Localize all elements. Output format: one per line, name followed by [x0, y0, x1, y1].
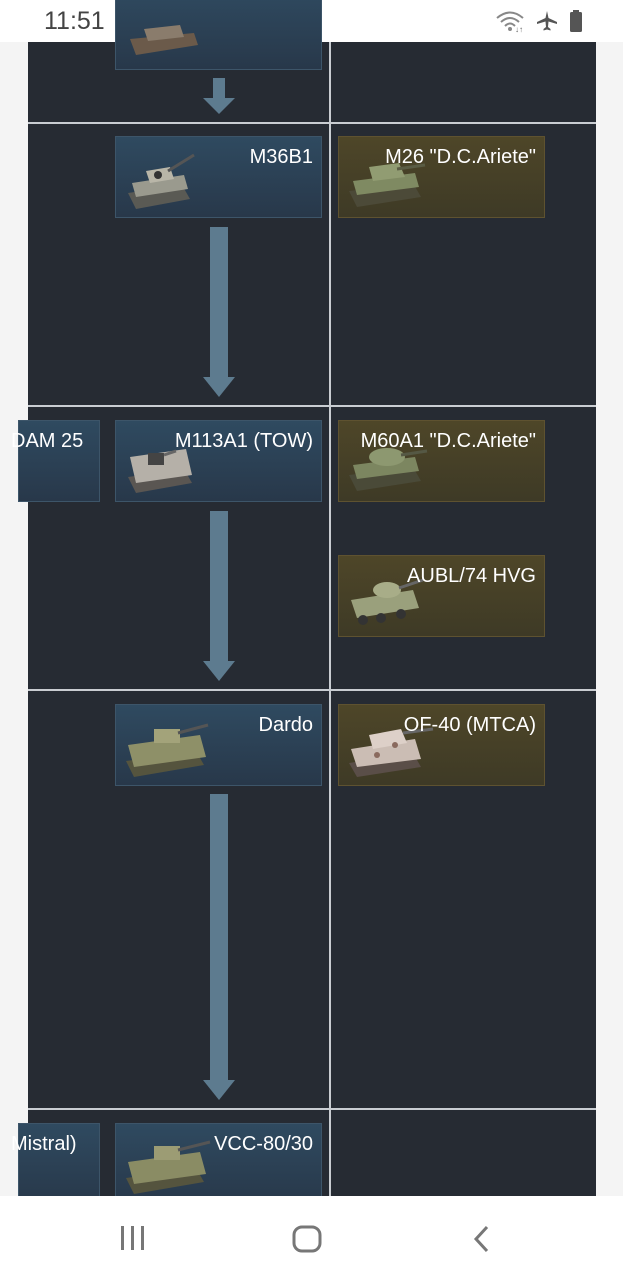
vehicle-card-of40-mtca[interactable]: OF-40 (MTCA) — [338, 704, 545, 786]
clock-time: 11:51 — [44, 7, 105, 35]
recent-apps-icon[interactable] — [118, 1225, 148, 1251]
airplane-mode-icon — [535, 9, 559, 38]
svg-text:↓↑: ↓↑ — [515, 25, 523, 34]
research-tree[interactable]: M36B1 M26 "D.C.Ariete" DAM 25 M113A1 (TO… — [11, 0, 596, 1205]
column-divider — [329, 42, 331, 1196]
arrow-down-icon — [203, 227, 235, 397]
tank-image-icon — [126, 1140, 211, 1194]
vehicle-name: OF-40 (MTCA) — [403, 714, 536, 736]
tank-image-icon — [126, 723, 209, 777]
vehicle-name: VCC-80/30 — [214, 1133, 313, 1155]
rank-divider — [28, 122, 596, 124]
rank-divider — [28, 1108, 596, 1110]
tank-image-icon — [349, 727, 434, 777]
rank-divider — [28, 689, 596, 691]
vehicle-name: Mistral) — [11, 1133, 77, 1155]
home-icon[interactable] — [292, 1225, 322, 1253]
wifi-icon: ↓↑ — [495, 10, 525, 37]
vehicle-card-m113a1-tow[interactable]: M113A1 (TOW) — [115, 420, 322, 502]
navigation-bar — [0, 1196, 623, 1280]
tank-image-icon — [128, 153, 195, 209]
vehicle-name: M60A1 "D.C.Ariete" — [360, 430, 536, 452]
vehicle-card-m26-dc-ariete[interactable]: M26 "D.C.Ariete" — [338, 136, 545, 218]
vehicle-card-m60a1-dc-ariete[interactable]: M60A1 "D.C.Ariete" — [338, 420, 545, 502]
vehicle-name: DAM 25 — [11, 430, 84, 452]
back-icon[interactable] — [472, 1225, 492, 1253]
vehicle-name: M36B1 — [249, 146, 313, 168]
vehicle-card-m36b1[interactable]: M36B1 — [115, 136, 322, 218]
vehicle-card-vcc-80-30[interactable]: VCC-80/30 — [115, 1123, 322, 1205]
arrow-down-icon — [203, 78, 235, 114]
tank-image-icon — [351, 578, 424, 625]
rank-divider — [28, 405, 596, 407]
vehicle-name: AUBL/74 HVG — [407, 565, 536, 587]
tank-image-icon — [349, 448, 428, 491]
vehicle-card-dardo[interactable]: Dardo — [115, 704, 322, 786]
vehicle-card-aubl74-hvg[interactable]: AUBL/74 HVG — [338, 555, 545, 637]
tank-image-icon — [128, 449, 192, 493]
arrow-down-icon — [203, 794, 235, 1100]
vehicle-card-top-partial[interactable] — [115, 0, 322, 70]
vehicle-name: M113A1 (TOW) — [174, 430, 313, 452]
vehicle-name: Dardo — [258, 714, 313, 736]
vehicle-card-mistral-partial[interactable]: Mistral) — [11, 1123, 100, 1205]
arrow-down-icon — [203, 511, 235, 681]
tank-image-icon — [130, 25, 198, 55]
battery-icon — [569, 9, 583, 38]
vehicle-name: M26 "D.C.Ariete" — [385, 146, 536, 168]
vehicle-card-dam-25[interactable]: DAM 25 — [11, 420, 100, 502]
tank-image-icon — [349, 163, 426, 207]
